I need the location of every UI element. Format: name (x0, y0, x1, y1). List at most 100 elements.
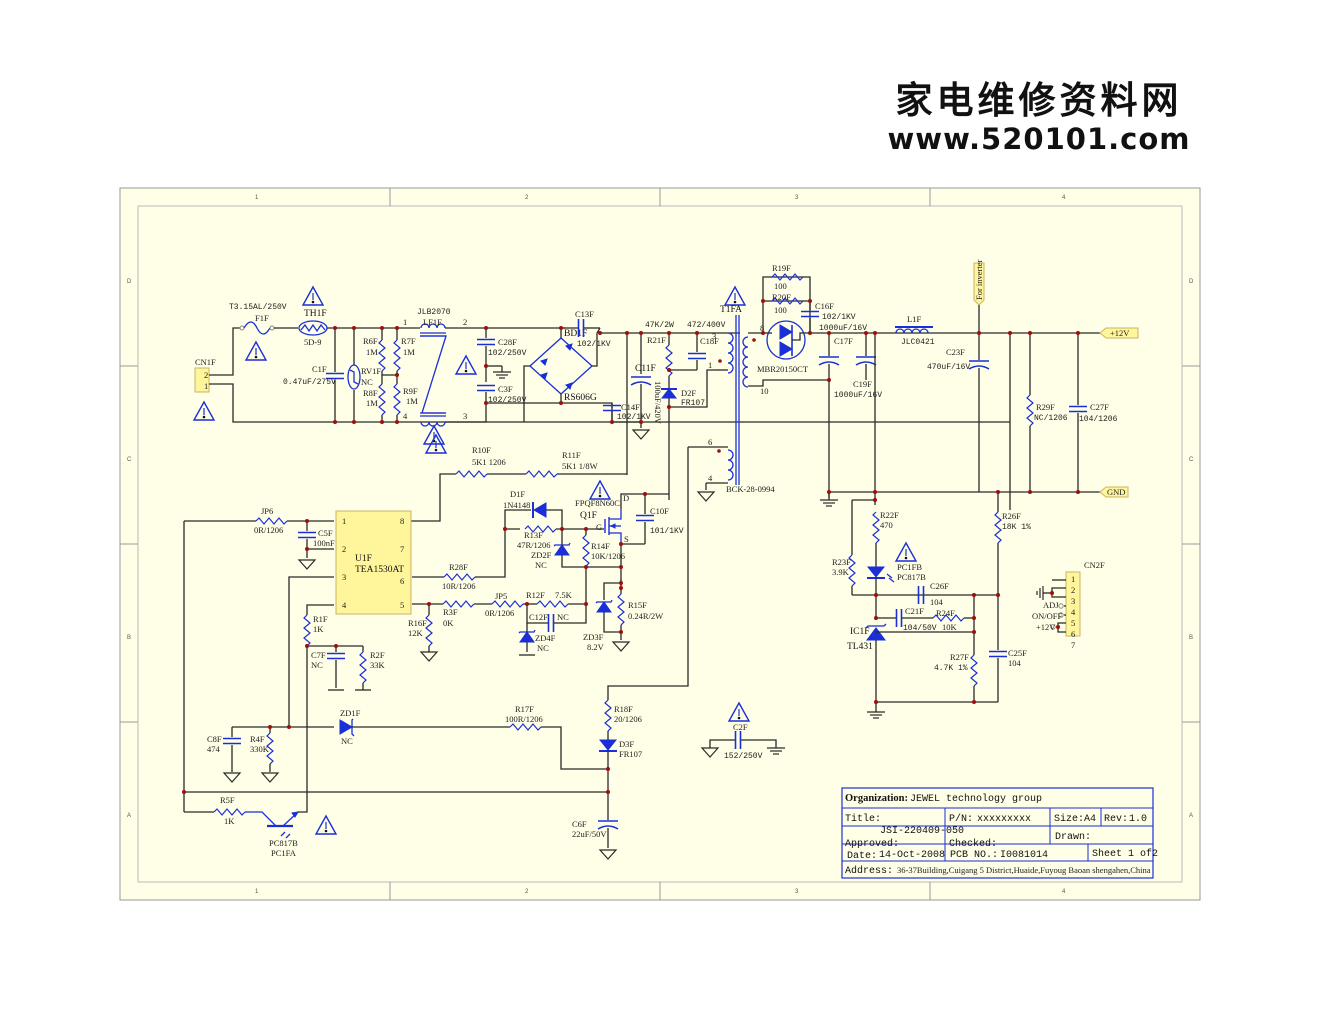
grid-row-c-right: C (1189, 457, 1194, 463)
t1fa-pin-1: 1 (708, 360, 712, 370)
r17f-value: 100R/1206 (505, 714, 543, 724)
c1f-ref: C1F (312, 364, 327, 374)
jp5-ref: JP5 (495, 591, 507, 601)
r28f-ref: R28F (449, 562, 468, 572)
r3f-ref: R3F (443, 607, 458, 617)
r8f-ref: R8F (363, 388, 378, 398)
grid-col-3-top: 3 (795, 195, 799, 201)
u1f-ref: U1F (355, 554, 372, 564)
r12f-value: 7.5K (555, 590, 573, 600)
grid-row-c-left: C (127, 457, 132, 463)
c18f-ref: C18F (700, 336, 719, 346)
zd1f-ref: ZD1F (340, 708, 361, 718)
c13f-ref: C13F (575, 309, 594, 319)
c12f-ref: C12F (529, 612, 548, 622)
u1f-pin-8: 8 (400, 516, 404, 526)
tb-pcb-label: PCB NO.: (950, 850, 998, 861)
watermark-chinese: 家电维修资料网 (895, 78, 1183, 122)
cn2f-signal-onoff: ON/OFF (1032, 611, 1063, 621)
tb-pcb: I0081014 (1000, 850, 1048, 861)
r7f-value: 1M (403, 347, 415, 357)
c25f-value: 104 (1008, 658, 1022, 668)
c5f-ref: C5F (318, 528, 333, 538)
diode-d1f: D1F 1N4148 (503, 489, 563, 529)
c23f-value: 470uF/16V (927, 363, 970, 372)
tb-address-label: Address: (845, 865, 893, 877)
r29f-ref: R29F (1036, 402, 1055, 412)
f1f-ref: F1F (255, 313, 269, 323)
r14f-ref: R14F (591, 541, 610, 551)
r3f-value: 0K (443, 618, 454, 628)
varistor-rv1f: RV1F NC (347, 328, 381, 422)
r21f-ref: R21F (647, 335, 666, 345)
resistor-r29f: R29F NC/1206 (1026, 333, 1068, 492)
c19f-ref: C19F (853, 379, 872, 389)
r4f-value: 330K (250, 744, 270, 754)
cn2f-pin-4: 4 (1071, 607, 1076, 617)
u1f-value: TEA1530AT (355, 565, 404, 575)
r12f-ref: R12F (526, 590, 545, 600)
grid-col-3-bottom: 3 (795, 889, 799, 895)
r11f-value: 5K1 1/8W (562, 461, 598, 471)
l1f-ref: L1F (907, 314, 921, 324)
zener-zd3f: ZD3F 8.2V (583, 599, 621, 652)
q1f-ref: Q1F (580, 511, 597, 521)
c8f-value: 474 (207, 744, 221, 754)
capacitor-c23f: C23F 470uF/16V (927, 333, 990, 492)
grid-row-d-left: D (127, 279, 132, 285)
tb-organization: JEWEL technology group (910, 793, 1042, 805)
th1f-ref: TH1F (304, 309, 327, 319)
grid-col-2-top: 2 (525, 195, 529, 201)
c16f-ref: C16F (815, 301, 834, 311)
c10f-value: 101/1KV (650, 527, 684, 536)
l1f-value: JLC0421 (901, 338, 935, 347)
bridge-rectifier-bd1f: BD1F RS606G (523, 327, 601, 422)
r29f-value: NC/1206 (1034, 414, 1068, 423)
u1f-pin-7: 7 (400, 544, 404, 554)
c21f-ref: C21F (905, 606, 924, 616)
r8f-value: 1M (366, 398, 378, 408)
c5f-value: 100nF (313, 538, 335, 548)
c12f-value: NC (557, 612, 569, 622)
r18f-ref: R18F (614, 704, 633, 714)
pc1fa-value: PC817B (269, 838, 298, 848)
c19f-value: 1000uF/16V (834, 391, 882, 400)
t1fa-ref: T1FA (720, 305, 742, 315)
lf1f-ref: LF1F (423, 317, 442, 327)
lf1f-pin-2: 2 (463, 317, 467, 327)
grid-row-a-left: A (127, 813, 131, 819)
port-gnd: GND (1099, 486, 1129, 498)
r1f-value: 1K (313, 624, 324, 634)
c8f-ref: C8F (207, 734, 222, 744)
c14f-ref: C14F (621, 402, 640, 412)
schottky-diode-mbr20150ct: MBR20150CT (757, 320, 810, 374)
c3f-value: 102/250V (488, 396, 527, 405)
r5f-ref: R5F (220, 795, 235, 805)
c10f-ref: C10F (650, 506, 669, 516)
r6f-value: 1M (366, 347, 378, 357)
capacitor-c10f: C10F 101/1KV (621, 494, 684, 545)
zd1f-value: NC (341, 736, 353, 746)
d1f-ref: D1F (510, 489, 525, 499)
cn2f-pin-1: 1 (1071, 574, 1075, 584)
c1f-value: 0.47uF/275V (283, 378, 336, 387)
d3f-value: FR107 (619, 749, 642, 759)
grid-col-1-top: 1 (255, 195, 259, 201)
c27f-ref: C27F (1090, 402, 1109, 412)
c28f-ref: C28F (498, 337, 517, 347)
u1f-pin-5: 5 (400, 600, 404, 610)
r27f-ref: R27F (950, 652, 969, 662)
c26f-ref: C26F (930, 581, 949, 591)
tb-checked-label: Checked: (949, 838, 997, 850)
r10f-value: 5K1 1206 (472, 457, 506, 467)
q1f-pin-g: G (596, 522, 602, 532)
r15f-ref: R15F (628, 600, 647, 610)
r16f-value: 12K (408, 628, 424, 638)
mbr20150ct-label: MBR20150CT (757, 364, 809, 374)
t1fa-pin-4: 4 (708, 473, 713, 483)
connector-cn2f: CN2F 1 2 3 4 5 6 7 ADJ ON/OFF +12V (1032, 560, 1105, 650)
r20f-value: 100 (774, 305, 787, 315)
r21f-value: 47K/2W (645, 321, 674, 330)
zd2f-ref: ZD2F (531, 550, 552, 560)
r6f-ref: R6F (363, 336, 378, 346)
